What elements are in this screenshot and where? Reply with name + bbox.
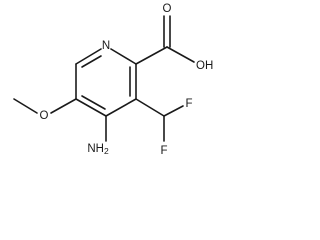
bond-c5-methoxy-o: [50, 98, 77, 114]
bond-carboxyl-oh: [166, 46, 195, 63]
atom-label-fluorine-upper: F: [185, 98, 192, 110]
bond-c6-n1: [75, 48, 102, 65]
atom-label-fluorine-lower: F: [160, 145, 167, 157]
bond-c4-c5-inner: [81, 95, 106, 110]
chemical-structure-diagram: N O OH O NH2 F F: [13, 3, 213, 157]
bond-chf2-f-upper: [163, 105, 184, 117]
atom-label-carboxyl-hydroxyl: OH: [196, 60, 213, 72]
bond-c4-c5: [75, 98, 107, 117]
atom-label-methoxy-oxygen: O: [40, 110, 49, 122]
methoxy-group: [13, 98, 77, 114]
pyridine-ring: [75, 48, 137, 117]
atom-label-carbonyl-oxygen: O: [163, 3, 172, 15]
atom-label-amino: NH2: [87, 143, 109, 156]
bond-c3-chf2: [135, 98, 165, 117]
bond-c3-c4: [105, 98, 137, 117]
bond-c2-carboxyl: [135, 46, 168, 65]
difluoromethyl-group: [135, 98, 184, 142]
atom-label-ring-nitrogen: N: [102, 40, 110, 52]
amino-label-subscript: 2: [104, 146, 109, 156]
bond-c6-n1-inner: [81, 55, 102, 68]
bond-n1-c2: [110, 48, 137, 65]
amino-label-nh: NH: [87, 143, 104, 155]
bond-methoxy-o-ch3: [13, 98, 38, 114]
carboxylic-acid-group: [135, 15, 195, 65]
